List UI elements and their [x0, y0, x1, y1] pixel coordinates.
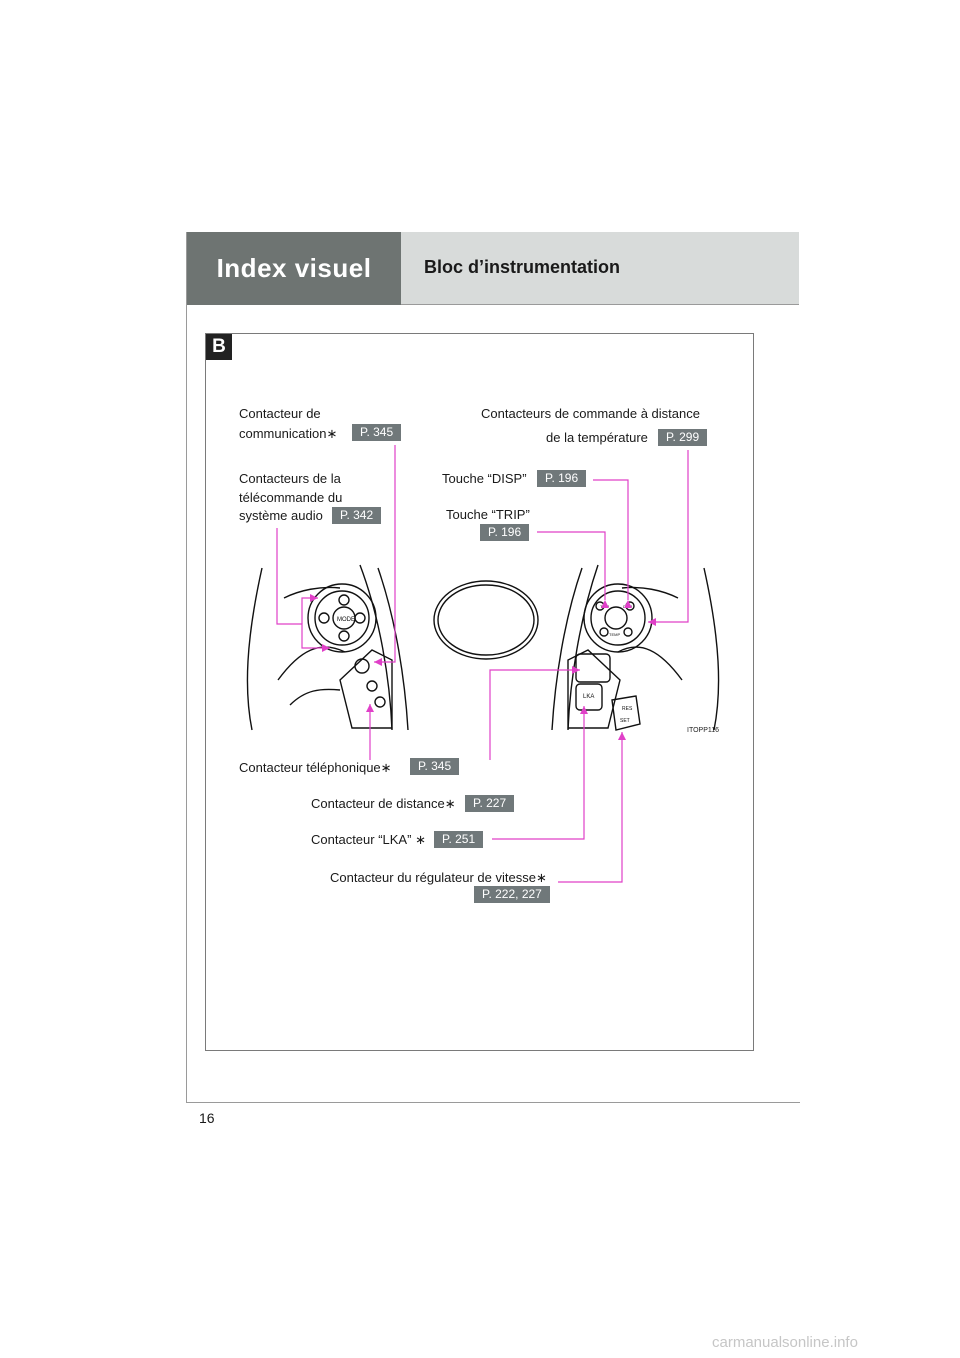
asterisk-icon: ∗ [380, 760, 392, 775]
figure-box [205, 333, 754, 1051]
distance-page-ref: P. 227 [465, 795, 515, 812]
lka-page-ref: P. 251 [434, 831, 484, 848]
temp-label-line2: de la température [546, 430, 648, 445]
audio-page-ref: P. 342 [332, 507, 382, 524]
leader-lka [492, 706, 585, 840]
leader-trip [537, 531, 606, 600]
page-title: Bloc d’instrumentation [424, 257, 621, 277]
comm-label-text: communication [239, 426, 327, 441]
right-wheel-drawing [551, 564, 720, 731]
asterisk-icon: ∗ [326, 426, 338, 441]
figure-code: ITOPP116 [687, 727, 720, 734]
phone-page-ref: P. 345 [410, 758, 460, 775]
left-wheel-drawing [246, 564, 409, 731]
comm-page-ref: P. 345 [352, 424, 402, 441]
cruise-page-ref: P. 222, 227 [474, 886, 550, 903]
section-tab: Index visuel [187, 232, 401, 305]
temp-switch-text: TEMP [609, 632, 620, 637]
phone-label: Contacteur téléphonique [239, 760, 381, 775]
comm-label-line1: Contacteur de [239, 406, 321, 421]
leader-arrowheads [310, 594, 656, 740]
cruise-label: Contacteur du régulateur de vitesse [330, 870, 536, 885]
temp-page-ref: P. 299 [658, 429, 708, 446]
center-display-drawing [433, 580, 539, 660]
leader-distance [489, 669, 580, 760]
section-title: Index visuel [216, 253, 372, 283]
leader-disp [593, 479, 629, 600]
disp-page-ref: P. 196 [537, 470, 587, 487]
page-frame [186, 232, 800, 1103]
lka-label: Contacteur “LKA” [311, 832, 412, 847]
leader-temp [648, 450, 689, 623]
asterisk-icon: ∗ [444, 796, 456, 811]
audio-label-line3: système audio [239, 508, 323, 523]
asterisk-icon: ∗ [535, 870, 547, 885]
temp-label-line1: Contacteurs de commande à distance [481, 406, 700, 421]
lka-switch-text: LKA [583, 694, 594, 700]
leader-comm [374, 445, 396, 663]
trip-page-ref: P. 196 [480, 524, 530, 541]
page-number: 16 [199, 1110, 215, 1126]
audio-label-line2: télécommande du [239, 490, 343, 505]
trip-label: Touche “TRIP” [446, 507, 530, 522]
distance-label: Contacteur de distance [311, 796, 445, 811]
audio-label-line1: Contacteurs de la [239, 471, 341, 486]
asterisk-icon: ∗ [415, 832, 426, 847]
comm-label-line2: communication∗ [239, 424, 337, 444]
disp-label: Touche “DISP” [442, 471, 527, 486]
watermark: carmanualsonline.info [712, 1334, 858, 1351]
set-switch-text: SET [620, 718, 630, 724]
res-switch-text: RES [622, 706, 633, 712]
mode-switch-text: MODE [337, 617, 355, 623]
page-header: Bloc d’instrumentation [401, 232, 799, 305]
section-badge: B [206, 334, 232, 360]
leader-cruise [558, 732, 623, 883]
